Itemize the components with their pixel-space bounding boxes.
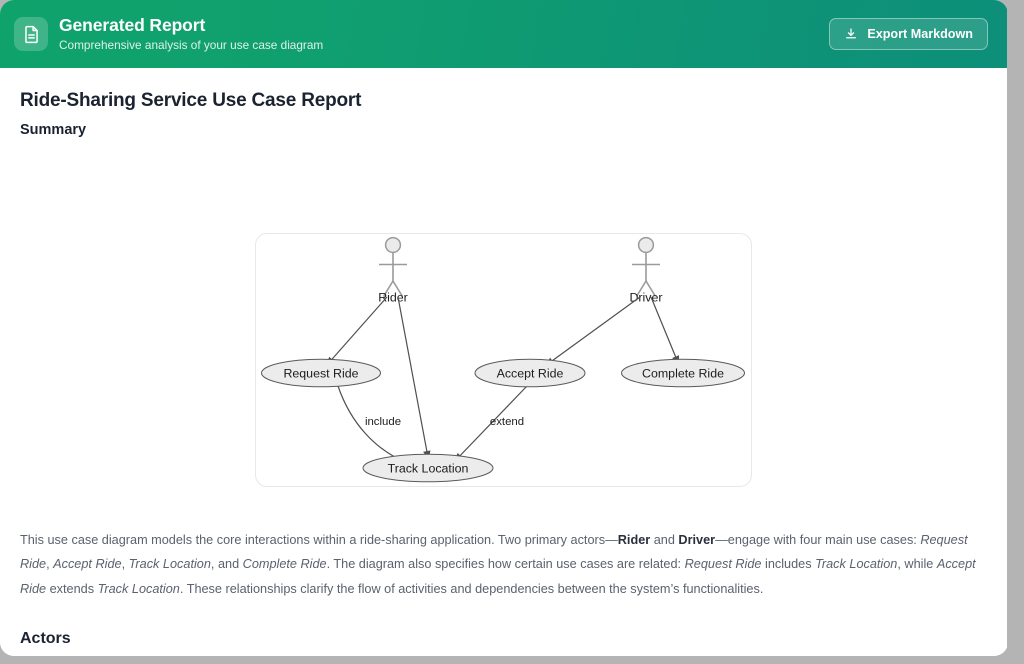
- header-title: Generated Report: [59, 15, 206, 35]
- actors-list: Rider: Initiates ride requests, monitors…: [20, 651, 980, 656]
- summary-sep-1: ,: [46, 557, 54, 572]
- actors-heading: Actors: [20, 630, 71, 648]
- use-case-track-location-label: Track Location: [388, 461, 469, 475]
- report-window: Generated Report Comprehensive analysis …: [0, 0, 1008, 656]
- summary-text-2: and: [650, 532, 679, 547]
- summary-sep-2: ,: [121, 557, 129, 572]
- header-text-block: Generated Report Comprehensive analysis …: [59, 15, 323, 53]
- use-case-accept-ride: Accept Ride: [474, 358, 586, 388]
- use-case-request-ride: Request Ride: [261, 358, 381, 388]
- report-body: Ride-Sharing Service Use Case Report Sum…: [0, 68, 1008, 656]
- actor-rider-label: Rider: [378, 291, 408, 305]
- actor-rider: Rider: [378, 236, 408, 305]
- document-icon: [14, 17, 48, 51]
- edge-driver-accept-ride: [544, 296, 641, 367]
- use-case-complete-ride: Complete Ride: [621, 358, 745, 388]
- summary-text-1: This use case diagram models the core in…: [20, 532, 618, 547]
- use-case-complete-ride-label: Complete Ride: [642, 366, 724, 380]
- use-case-accept-ride-label: Accept Ride: [497, 366, 564, 380]
- use-case-diagram-card: Rider Driver in: [255, 233, 752, 487]
- summary-uc-4: Complete Ride: [242, 557, 327, 572]
- summary-rel2-verb: extends: [46, 581, 98, 596]
- edge-rider-track-location: [397, 296, 431, 461]
- summary-rel2-from: Accept Ride: [20, 557, 976, 596]
- edge-rider-request-ride: [325, 296, 388, 367]
- download-icon: [844, 27, 858, 41]
- summary-uc-1: Request Ride: [20, 532, 968, 572]
- summary-rel1-verb: includes: [761, 557, 816, 572]
- use-case-request-ride-label: Request Ride: [283, 366, 358, 380]
- use-case-track-location: Track Location: [362, 453, 494, 483]
- summary-uc-3: Track Location: [128, 557, 211, 572]
- page-title: Ride-Sharing Service Use Case Report: [20, 90, 362, 111]
- summary-rel1-to: Track Location: [815, 557, 898, 572]
- actor-driver-label: Driver: [629, 291, 662, 305]
- report-header: Generated Report Comprehensive analysis …: [0, 0, 1008, 68]
- summary-sep-3: , and: [210, 557, 243, 572]
- edge-label-extend: extend: [490, 416, 524, 428]
- list-item: Rider: Initiates ride requests, monitors…: [20, 651, 980, 656]
- summary-text-5: , while: [897, 557, 937, 572]
- actor-driver: Driver: [629, 236, 663, 305]
- summary-text-6: . These relationships clarify the flow o…: [179, 581, 764, 596]
- use-case-diagram-svg: Rider Driver in: [261, 236, 745, 483]
- summary-text-3: —engage with four main use cases:: [715, 532, 921, 547]
- export-markdown-label: Export Markdown: [867, 27, 973, 41]
- edge-driver-complete-ride: [650, 296, 680, 366]
- summary-text-4: . The diagram also specifies how certain…: [326, 557, 685, 572]
- window-edge-shadow: [1007, 7, 1016, 657]
- header-subtitle: Comprehensive analysis of your use case …: [59, 38, 324, 52]
- summary-uc-2: Accept Ride: [53, 557, 122, 572]
- summary-actor-driver: Driver: [678, 532, 716, 547]
- summary-heading: Summary: [20, 122, 87, 138]
- summary-rel1-from: Request Ride: [684, 557, 762, 572]
- edge-label-include: include: [365, 416, 401, 428]
- summary-actor-rider: Rider: [617, 532, 651, 547]
- summary-rel2-to: Track Location: [97, 581, 180, 596]
- summary-paragraph: This use case diagram models the core in…: [20, 528, 980, 602]
- edge-accept-ride-extend-track-location: [453, 385, 528, 463]
- export-markdown-button[interactable]: Export Markdown: [829, 18, 988, 50]
